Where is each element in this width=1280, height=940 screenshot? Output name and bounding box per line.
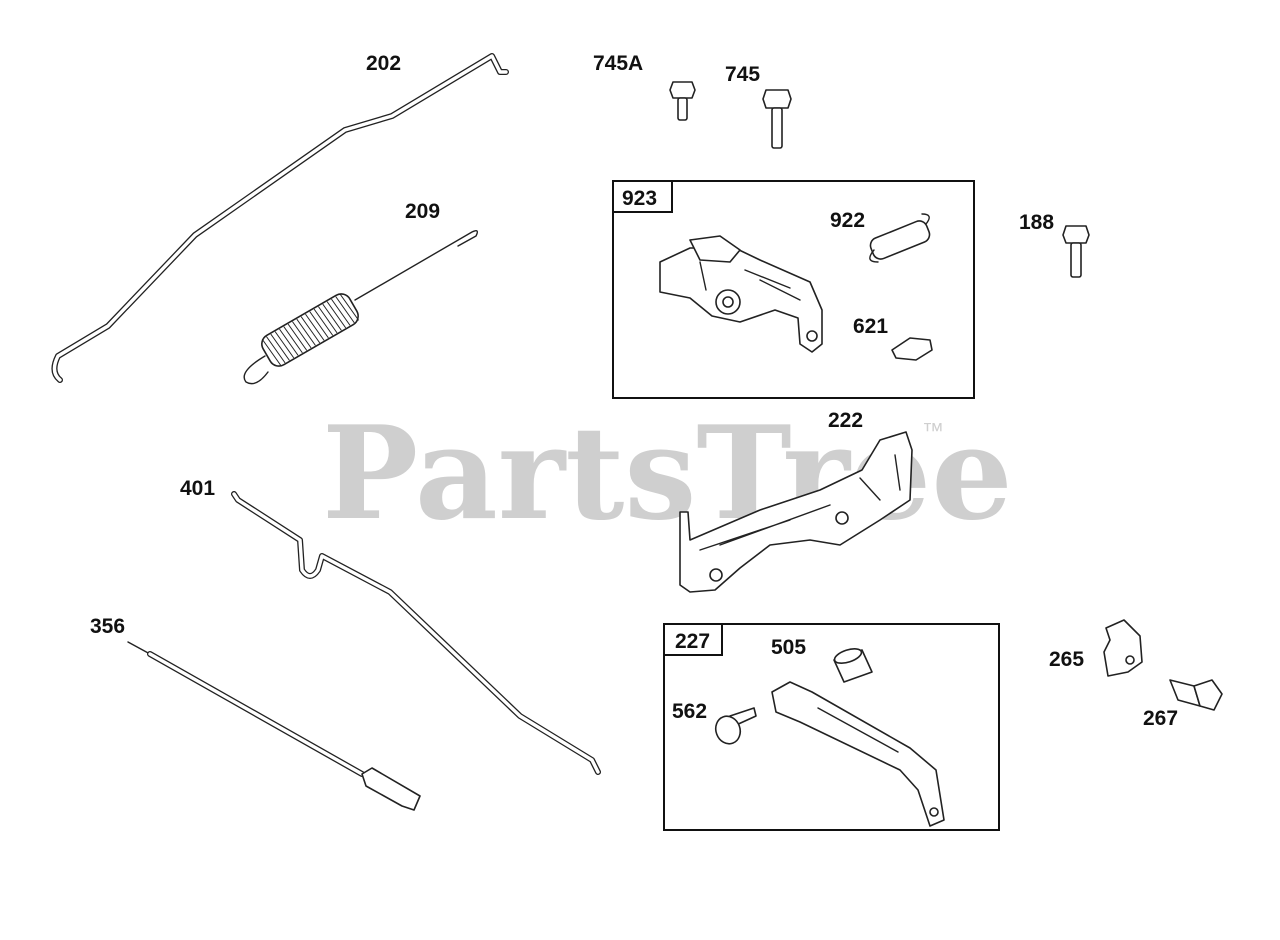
assembly-box-923 [612, 180, 975, 399]
spring-coil [279, 328, 299, 356]
spring-coil [261, 338, 282, 366]
part-265-cam[interactable] [1103, 619, 1143, 677]
label-923: 923 [622, 187, 657, 210]
label-621: 621 [853, 315, 888, 338]
label-356: 356 [90, 615, 125, 638]
label-745A: 745A [593, 52, 643, 75]
spring-coil [309, 311, 329, 339]
label-922: 922 [830, 209, 865, 232]
spring-coil [270, 333, 290, 361]
spring-coil [266, 336, 286, 364]
part-401-rod[interactable] [231, 491, 601, 775]
part-562-pin[interactable] [712, 707, 757, 747]
spring-coil [318, 306, 338, 334]
label-401: 401 [180, 477, 215, 500]
label-265: 265 [1049, 648, 1084, 671]
label-745: 745 [725, 63, 760, 86]
assembly-box-227 [663, 623, 1000, 831]
spring-coil [339, 293, 360, 321]
spring-coil [274, 331, 295, 359]
part-188-bolt[interactable] [1062, 225, 1090, 278]
spring-coil [305, 313, 325, 341]
spring-coil [331, 298, 351, 326]
spring-coil [292, 321, 312, 349]
part-621-clip[interactable] [891, 337, 933, 361]
spring-coil [326, 301, 347, 329]
part-356-cable[interactable] [127, 641, 421, 811]
spring-coil [283, 326, 303, 354]
part-923-control-bracket[interactable] [659, 235, 823, 353]
spring-coil [322, 303, 342, 331]
part-227-lever[interactable] [771, 681, 945, 827]
part-745A-bolt[interactable] [669, 81, 696, 121]
part-222-control-bracket[interactable] [679, 431, 913, 593]
part-745-bolt[interactable] [762, 89, 792, 149]
assembly-box-227-tag [663, 623, 723, 656]
spring-coil [300, 316, 321, 344]
label-505: 505 [771, 636, 806, 659]
watermark-trademark: ™ [922, 418, 944, 443]
label-562: 562 [672, 700, 707, 723]
label-222: 222 [828, 409, 863, 432]
spring-coil [335, 296, 355, 324]
spring-coil [313, 308, 334, 336]
spring-coil [296, 318, 316, 346]
part-922-spring[interactable] [868, 213, 932, 263]
spring-coil [287, 323, 308, 351]
label-267: 267 [1143, 707, 1178, 730]
label-202: 202 [366, 52, 401, 75]
part-267-screw[interactable] [1169, 679, 1223, 711]
part-202-control-rod[interactable] [51, 53, 509, 383]
part-505-bushing[interactable] [833, 646, 873, 683]
label-209: 209 [405, 200, 440, 223]
assembly-box-923-tag [612, 180, 673, 213]
label-188: 188 [1019, 211, 1054, 234]
part-209-extension-spring[interactable] [243, 229, 479, 385]
label-227: 227 [675, 630, 710, 653]
